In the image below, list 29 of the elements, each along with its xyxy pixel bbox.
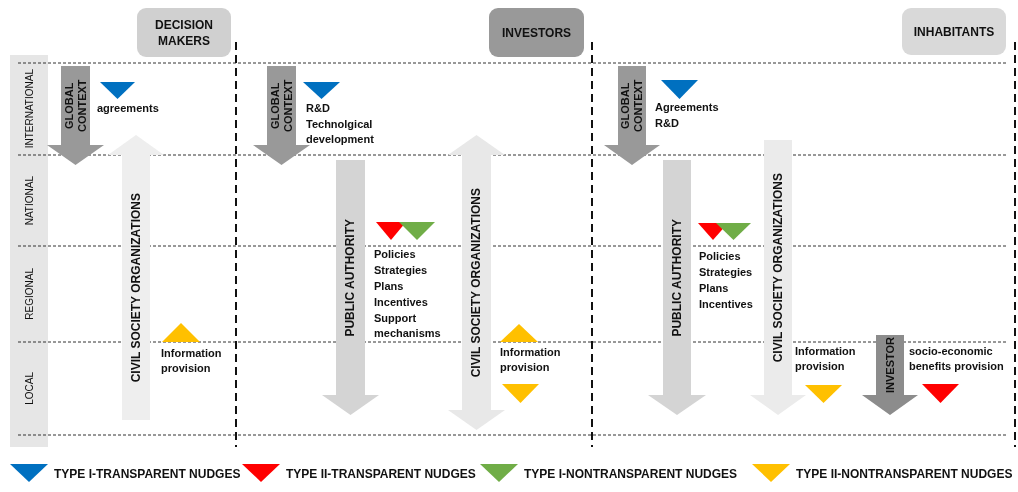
nudge-text: Information provision <box>795 344 857 374</box>
legend-text: TYPE I-NONTRANSPARENT NUDGES <box>524 467 738 482</box>
nudge-text: Policies <box>699 249 742 264</box>
nudge-text: Incentives <box>699 297 754 312</box>
nudge-text: Strategies <box>374 263 429 278</box>
row-label: INTERNATIONAL <box>23 69 35 149</box>
nudge-text: Agreements <box>655 100 720 115</box>
nudge-text: R&D <box>655 116 680 131</box>
row-label: LOCAL <box>23 372 35 405</box>
legend-text: TYPE II-TRANSPARENT NUDGES <box>286 467 476 482</box>
nudge-text: R&D <box>306 101 331 116</box>
nudge-text: Plans <box>699 281 730 296</box>
nudge-text: Strategies <box>699 265 754 280</box>
nudge-text: socio-economic benefits provision <box>909 344 1005 374</box>
legend-text: TYPE II-NONTRANSPARENT NUDGES <box>796 467 1013 482</box>
nudge-text: Information provision <box>161 346 223 376</box>
nudge-text: Technolgical development <box>306 117 375 147</box>
nudge-text: Information provision <box>500 345 562 375</box>
legend-text: TYPE I-TRANSPARENT NUDGES <box>54 467 241 482</box>
row-label: REGIONAL <box>23 268 35 320</box>
column-header: DECISION MAKERS <box>137 8 231 57</box>
row-label: NATIONAL <box>23 175 35 226</box>
nudge-text: Support mechanisms <box>374 311 442 341</box>
nudge-text: Plans <box>374 279 405 294</box>
nudge-text: Policies <box>374 247 417 262</box>
nudge-text: agreements <box>97 101 160 116</box>
nudge-text: Incentives <box>374 295 429 310</box>
column-header: INHABITANTS <box>902 8 1006 55</box>
column-header: INVESTORS <box>489 8 584 57</box>
